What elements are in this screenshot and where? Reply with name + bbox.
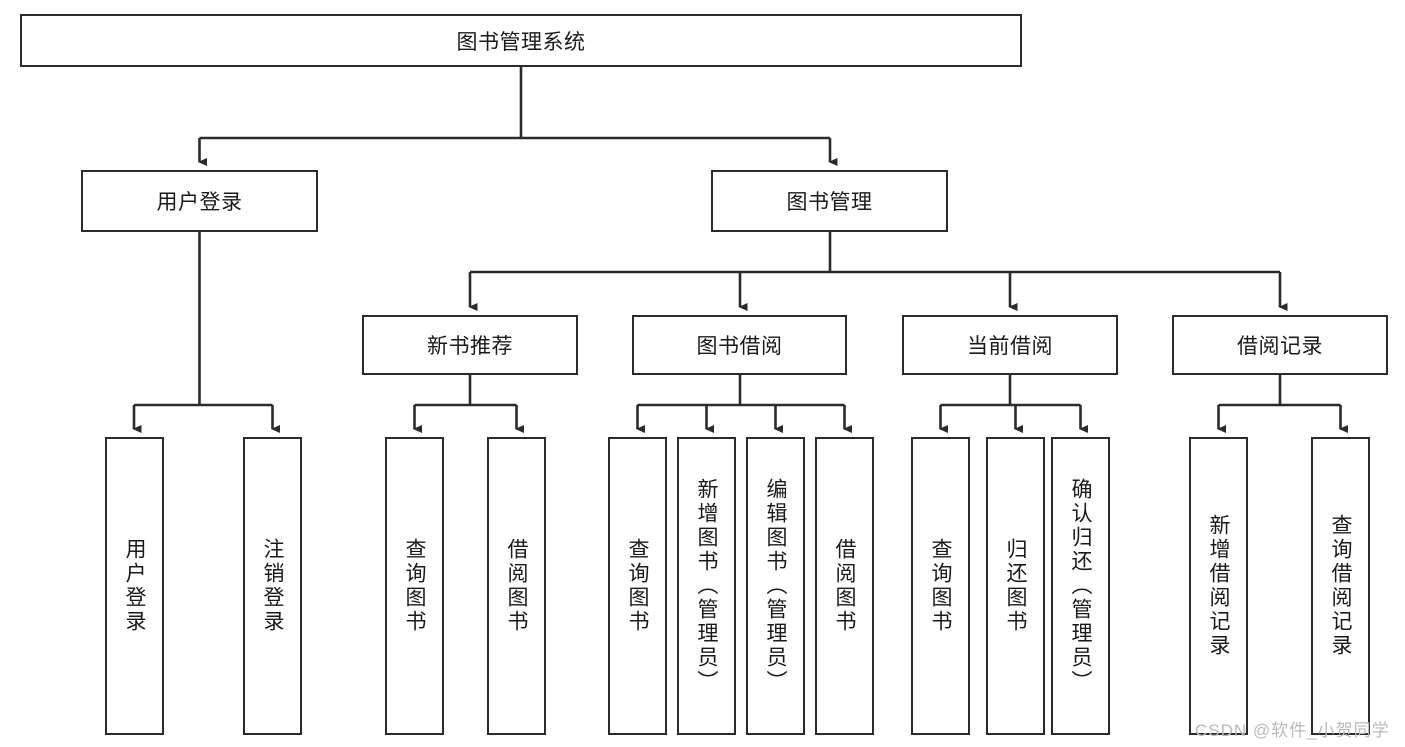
node-root[interactable]: 图书管理系统 (20, 14, 1022, 67)
leaf-query-book-3[interactable]: 查询图书 (911, 437, 970, 735)
leaf-add-book-label: 新增图书（管理员） (695, 478, 718, 694)
leaf-add-record-label: 新增借阅记录 (1207, 514, 1230, 658)
node-root-label: 图书管理系统 (456, 30, 586, 54)
leaf-add-record[interactable]: 新增借阅记录 (1189, 437, 1248, 735)
node-book-manage-label: 图书管理 (786, 191, 873, 214)
leaf-query-book-3-label: 查询图书 (929, 538, 952, 634)
leaf-edit-book-label: 编辑图书（管理员） (764, 478, 787, 694)
leaf-confirm-return[interactable]: 确认归还（管理员） (1051, 437, 1110, 735)
node-book-borrow[interactable]: 图书借阅 (632, 315, 847, 375)
node-borrow-record-label: 借阅记录 (1237, 335, 1323, 358)
leaf-edit-book[interactable]: 编辑图书（管理员） (746, 437, 805, 735)
leaf-user-login-label: 用户登录 (123, 538, 146, 634)
node-current-borrow[interactable]: 当前借阅 (902, 315, 1118, 375)
node-user-login-label: 用户登录 (156, 191, 243, 214)
node-borrow-record[interactable]: 借阅记录 (1172, 315, 1388, 375)
node-user-login[interactable]: 用户登录 (81, 170, 318, 232)
leaf-borrow-book-2[interactable]: 借阅图书 (815, 437, 874, 735)
leaf-logout-label: 注销登录 (261, 538, 284, 634)
leaf-add-book[interactable]: 新增图书（管理员） (677, 437, 736, 735)
leaf-borrow-book-2-label: 借阅图书 (833, 538, 856, 634)
leaf-query-book-1[interactable]: 查询图书 (385, 437, 444, 735)
leaf-query-record-label: 查询借阅记录 (1329, 514, 1352, 658)
node-new-book-recommend-label: 新书推荐 (427, 335, 513, 358)
leaf-user-login[interactable]: 用户登录 (105, 437, 164, 735)
leaf-return-book[interactable]: 归还图书 (986, 437, 1045, 735)
leaf-borrow-book-1[interactable]: 借阅图书 (487, 437, 546, 735)
node-current-borrow-label: 当前借阅 (967, 335, 1053, 358)
leaf-query-book-2[interactable]: 查询图书 (608, 437, 667, 735)
node-book-manage[interactable]: 图书管理 (711, 170, 948, 232)
leaf-logout[interactable]: 注销登录 (243, 437, 302, 735)
watermark: CSDN @软件_小贺同学 (1195, 721, 1390, 740)
leaf-borrow-book-1-label: 借阅图书 (505, 538, 528, 634)
node-new-book-recommend[interactable]: 新书推荐 (362, 315, 578, 375)
node-book-borrow-label: 图书借阅 (696, 335, 783, 358)
leaf-query-book-1-label: 查询图书 (403, 538, 426, 634)
leaf-confirm-return-label: 确认归还（管理员） (1069, 478, 1092, 694)
leaf-query-book-2-label: 查询图书 (626, 538, 649, 634)
leaf-query-record[interactable]: 查询借阅记录 (1311, 437, 1370, 735)
leaf-return-book-label: 归还图书 (1004, 538, 1027, 634)
